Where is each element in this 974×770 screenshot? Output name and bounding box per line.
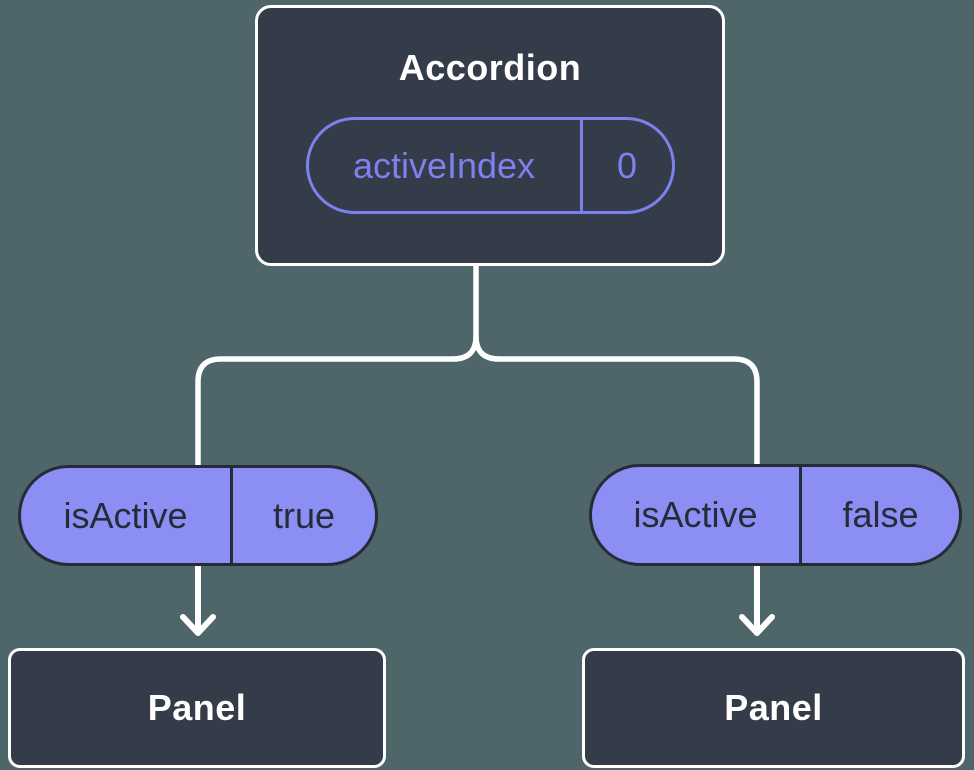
prop-label: isActive <box>592 467 802 563</box>
prop-label: isActive <box>21 468 233 563</box>
connector-right-branch <box>473 335 760 465</box>
prop-value: false <box>842 494 919 535</box>
arrow-down-icon <box>180 614 216 636</box>
state-value: 0 <box>579 120 672 212</box>
arrow-down-icon <box>739 614 775 636</box>
state-pill-activeindex: activeIndex 0 <box>305 117 675 215</box>
prop-pill-isactive-true: isActive true <box>18 465 378 566</box>
accordion-node: Accordion activeIndex 0 <box>255 5 725 266</box>
accordion-node-title: Accordion <box>398 47 582 88</box>
panel-node-left: Panel <box>8 648 386 768</box>
state-label: activeIndex <box>352 144 536 186</box>
panel-node-title: Panel <box>724 687 823 728</box>
connector-left-branch <box>195 266 479 467</box>
prop-pill-isactive-false: isActive false <box>589 464 962 566</box>
prop-value: true <box>272 494 336 536</box>
panel-node-title: Panel <box>147 687 247 728</box>
panel-node-right: Panel <box>582 648 965 768</box>
